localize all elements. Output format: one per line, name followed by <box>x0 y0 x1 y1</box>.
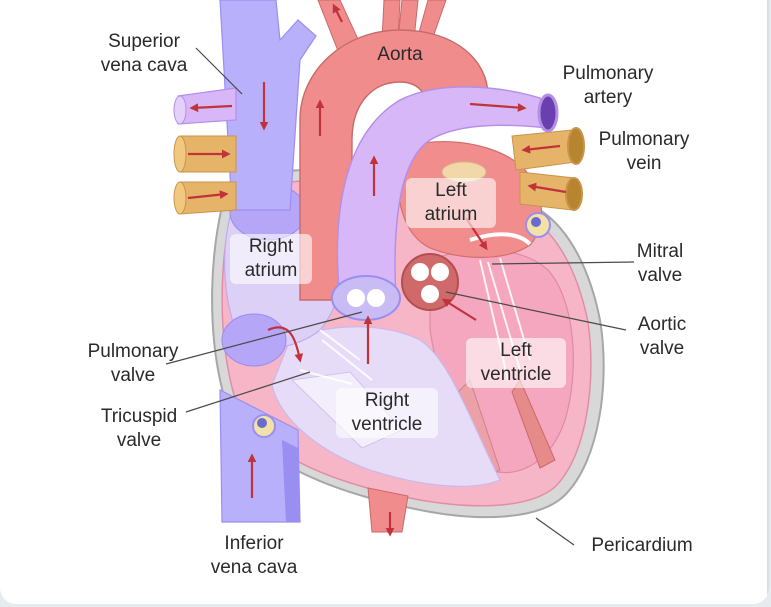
label-pulmonary-artery: Pulmonary artery <box>562 63 654 108</box>
label-aorta: Aorta <box>377 44 423 65</box>
label-right-ventricle: Right ventricle <box>336 388 438 438</box>
pulmonary-veins-right <box>511 127 585 211</box>
coronary-vessel-left <box>525 212 551 238</box>
leader-lines <box>165 47 635 546</box>
label-superior-vena-cava: Superior vena cava <box>100 31 188 76</box>
flow-arrows <box>187 3 567 537</box>
label-mitral-valve: Mitral valve <box>636 241 684 286</box>
label-tricuspid-valve: Tricuspid valve <box>100 406 178 451</box>
scrollbar[interactable] <box>767 0 769 604</box>
papillary-muscle-left <box>511 378 556 469</box>
coronary-vessel-right <box>252 414 276 438</box>
label-right-atrium: Right atrium <box>230 234 312 284</box>
label-pericardium: Pericardium <box>591 535 693 556</box>
pulmonary-trunk <box>336 86 549 301</box>
label-left-atrium: Left atrium <box>406 178 496 228</box>
label-pulmonary-valve: Pulmonary valve <box>87 341 179 386</box>
pulmonary-veins-left <box>173 135 237 215</box>
superior-vena-cava <box>219 0 317 211</box>
pulmonary-valve-shape <box>331 275 401 321</box>
aortic-valve-shape <box>401 253 459 311</box>
label-left-ventricle: Left ventricle <box>466 338 566 388</box>
descending-aorta <box>367 487 409 533</box>
label-inferior-vena-cava: Inferior vena cava <box>210 533 298 578</box>
label-aortic-valve: Aortic valve <box>637 314 687 359</box>
label-pulmonary-vein: Pulmonary vein <box>598 129 690 174</box>
